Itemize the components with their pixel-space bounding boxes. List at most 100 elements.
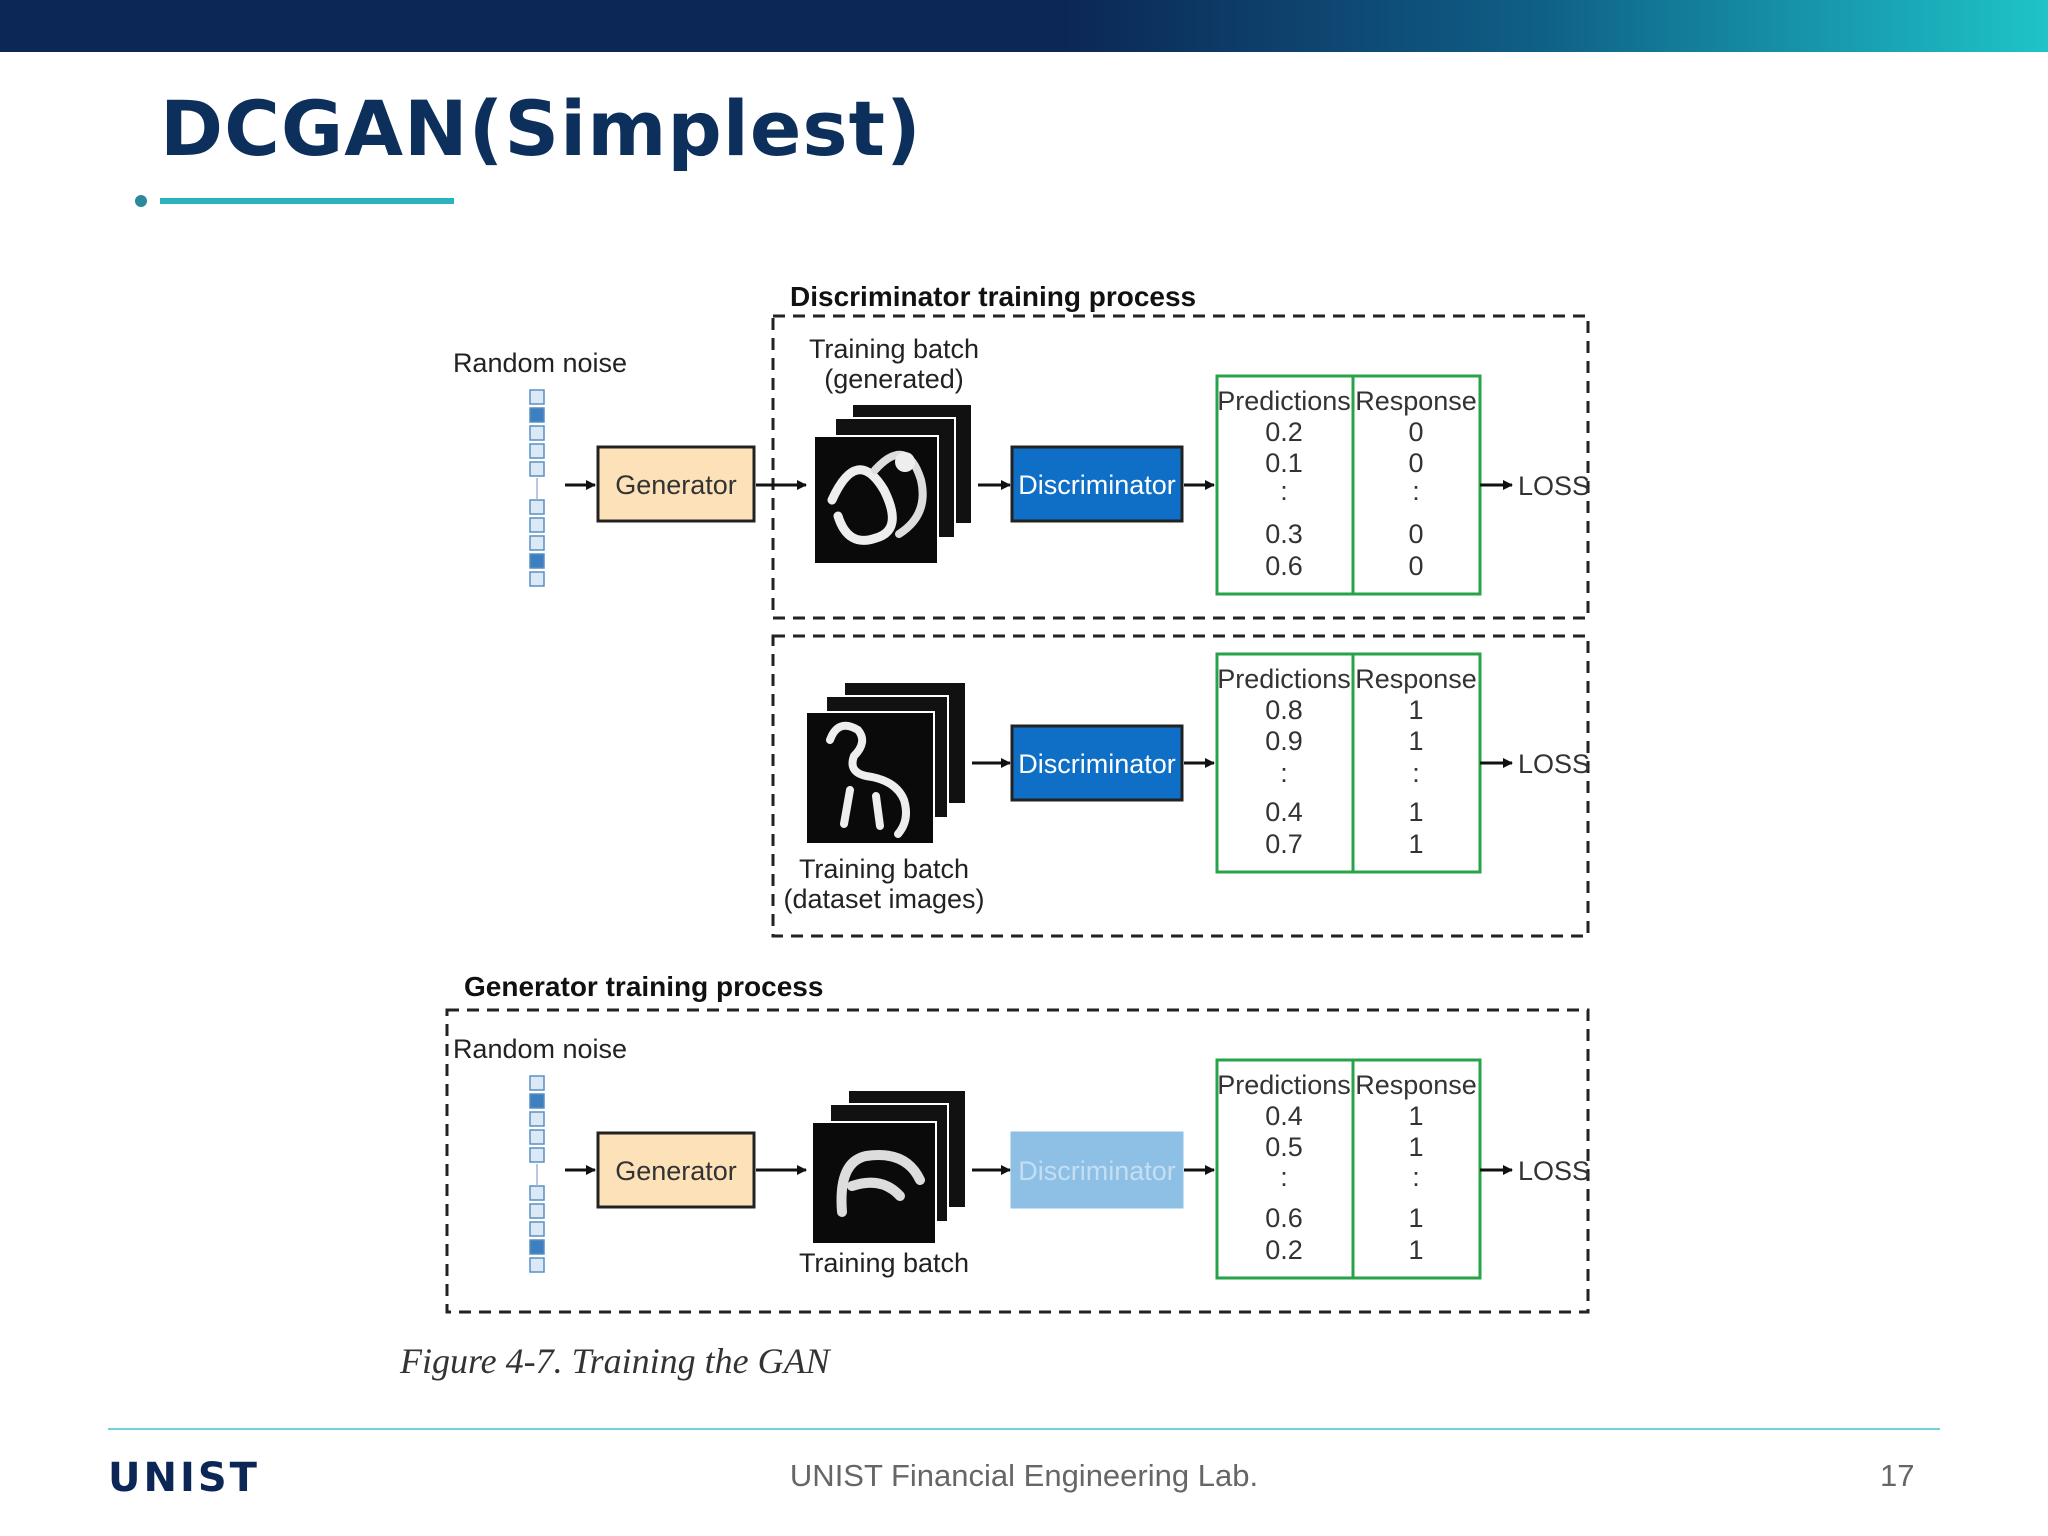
batch-generated-label-line2: (generated) bbox=[824, 364, 964, 394]
predictions-header: Predictions bbox=[1217, 664, 1351, 694]
generator-label: Generator bbox=[615, 470, 737, 500]
noise-cell bbox=[529, 1221, 545, 1237]
random-noise-label: Random noise bbox=[453, 1034, 627, 1064]
noise-cell bbox=[529, 1185, 545, 1201]
response-ellipsis: : bbox=[1412, 1162, 1420, 1192]
noise-cell bbox=[529, 443, 545, 459]
prediction-value: 0.9 bbox=[1265, 726, 1303, 756]
loss-label: LOSS bbox=[1518, 471, 1590, 501]
logo-text: UNIST bbox=[108, 1458, 260, 1498]
response-value: 1 bbox=[1408, 695, 1423, 725]
disc-generated-panel bbox=[771, 314, 1590, 620]
response-header: Response bbox=[1355, 1070, 1477, 1100]
noise-cell bbox=[529, 1129, 545, 1145]
response-ellipsis: : bbox=[1412, 758, 1420, 788]
prediction-value: 0.7 bbox=[1265, 829, 1303, 859]
response-value: 0 bbox=[1408, 448, 1423, 478]
noise-cell bbox=[529, 517, 545, 533]
figure-caption: Figure 4-7. Training the GAN bbox=[400, 1341, 830, 1381]
response-value: 1 bbox=[1408, 1235, 1423, 1265]
prediction-value: 0.3 bbox=[1265, 519, 1303, 549]
noise-cell bbox=[529, 461, 545, 477]
prediction-value: 0.2 bbox=[1265, 417, 1303, 447]
page-number: 17 bbox=[1880, 1458, 1915, 1493]
noise-cell bbox=[529, 407, 545, 423]
predictions-table: Predictions Response 0.4 0.5 : 0.6 0.2 1… bbox=[1215, 1058, 1482, 1280]
response-ellipsis: : bbox=[1412, 476, 1420, 506]
loss-label: LOSS bbox=[1518, 1156, 1590, 1186]
random-noise-label: Random noise bbox=[453, 348, 627, 378]
prediction-value: 0.1 bbox=[1265, 448, 1303, 478]
response-value: 1 bbox=[1408, 726, 1423, 756]
batch-gen-label: Training batch bbox=[799, 1248, 969, 1278]
noise-cell bbox=[529, 499, 545, 515]
response-value: 1 bbox=[1408, 797, 1423, 827]
response-value: 0 bbox=[1408, 551, 1423, 581]
top-banner bbox=[0, 0, 2048, 52]
response-value: 1 bbox=[1408, 1203, 1423, 1233]
disc-real-panel bbox=[771, 634, 1590, 938]
prediction-value: 0.8 bbox=[1265, 695, 1303, 725]
generator-box bbox=[596, 445, 756, 523]
noise-cell bbox=[529, 389, 545, 405]
generated-image-stack bbox=[813, 403, 973, 565]
response-header: Response bbox=[1355, 386, 1477, 416]
prediction-ellipsis: : bbox=[1280, 1162, 1288, 1192]
batch-dataset-label-line1: Training batch bbox=[799, 854, 969, 884]
generator-label: Generator bbox=[615, 1156, 737, 1186]
prediction-ellipsis: : bbox=[1280, 758, 1288, 788]
prediction-value: 0.5 bbox=[1265, 1132, 1303, 1162]
response-value: 1 bbox=[1408, 1101, 1423, 1131]
gen-process-panel bbox=[445, 1008, 1590, 1314]
discriminator-frozen-box bbox=[1010, 1131, 1184, 1209]
noise-cell bbox=[529, 535, 545, 551]
unist-logo: UNIST bbox=[108, 1458, 260, 1498]
page-title: DCGAN(Simplest) bbox=[160, 84, 922, 173]
batch-dataset-label-line2: (dataset images) bbox=[783, 884, 984, 914]
noise-cell bbox=[529, 571, 545, 587]
discriminator-box bbox=[1010, 724, 1184, 802]
predictions-table: Predictions Response 0.2 0.1 : 0.3 0.6 0… bbox=[1215, 374, 1482, 596]
prediction-value: 0.4 bbox=[1265, 797, 1303, 827]
generator-box bbox=[596, 1131, 756, 1209]
disc-process-title: Discriminator training process bbox=[790, 281, 1196, 312]
noise-cell bbox=[529, 1147, 545, 1163]
noise-cell bbox=[529, 553, 545, 569]
discriminator-box bbox=[1010, 445, 1184, 523]
response-value: 0 bbox=[1408, 519, 1423, 549]
loss-label: LOSS bbox=[1518, 749, 1590, 779]
noise-vector bbox=[529, 389, 545, 587]
response-value: 1 bbox=[1408, 1132, 1423, 1162]
response-value: 1 bbox=[1408, 829, 1423, 859]
noise-vector bbox=[529, 1075, 545, 1273]
predictions-header: Predictions bbox=[1217, 1070, 1351, 1100]
prediction-value: 0.2 bbox=[1265, 1235, 1303, 1265]
prediction-ellipsis: : bbox=[1280, 476, 1288, 506]
noise-cell bbox=[529, 1239, 545, 1255]
dataset-image-stack bbox=[805, 681, 967, 845]
footer-lab-name: UNIST Financial Engineering Lab. bbox=[789, 1458, 1259, 1493]
noise-cell bbox=[529, 1203, 545, 1219]
noise-cell bbox=[529, 1257, 545, 1273]
noise-cell bbox=[529, 1075, 545, 1091]
prediction-value: 0.4 bbox=[1265, 1101, 1303, 1131]
discriminator-label: Discriminator bbox=[1018, 749, 1176, 779]
prediction-value: 0.6 bbox=[1265, 551, 1303, 581]
noise-cell bbox=[529, 1093, 545, 1109]
title-underline bbox=[160, 198, 454, 204]
batch-generated-label-line1: Training batch bbox=[809, 334, 979, 364]
response-header: Response bbox=[1355, 664, 1477, 694]
footer-divider bbox=[108, 1428, 1940, 1430]
discriminator-label: Discriminator bbox=[1018, 470, 1176, 500]
noise-cell bbox=[529, 1111, 545, 1127]
discriminator-frozen-label: Discriminator bbox=[1018, 1156, 1176, 1186]
title-underline-dot bbox=[135, 195, 147, 207]
predictions-header: Predictions bbox=[1217, 386, 1351, 416]
noise-cell bbox=[529, 425, 545, 441]
predictions-table: Predictions Response 0.8 0.9 : 0.4 0.7 1… bbox=[1215, 652, 1482, 874]
prediction-value: 0.6 bbox=[1265, 1203, 1303, 1233]
generated-image-stack bbox=[811, 1089, 967, 1245]
gen-process-title: Generator training process bbox=[464, 971, 823, 1002]
response-value: 0 bbox=[1408, 417, 1423, 447]
